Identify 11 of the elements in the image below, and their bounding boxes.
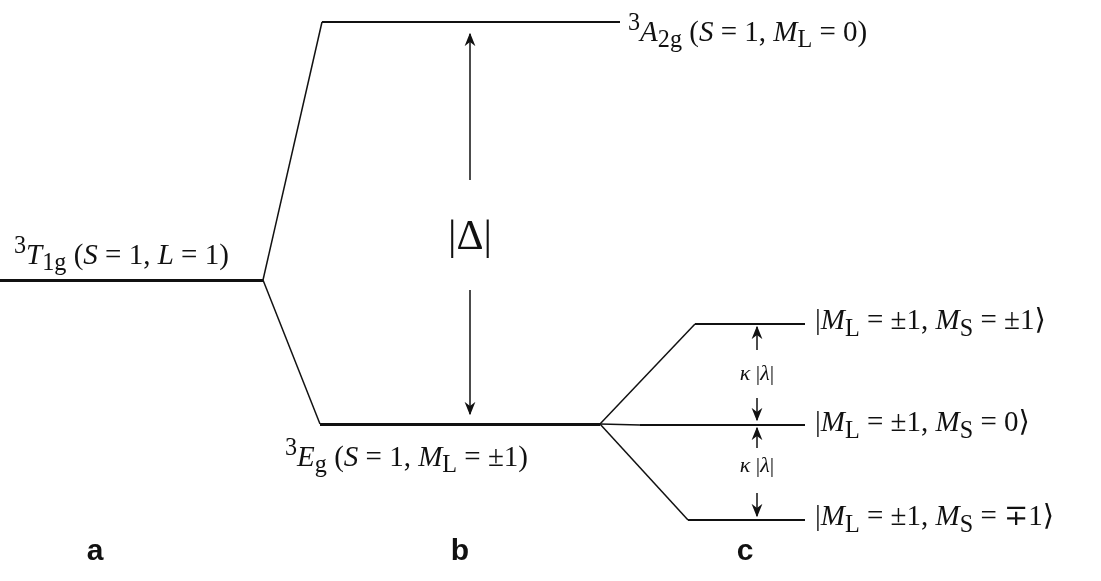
- level-label: $^{3}$A$_{2g}$ (S = 1, M$_{L}$ = 0): [628, 7, 868, 55]
- level-label: |M$_{L}$ = ±1, M$_{S}$ = 0⟩: [815, 404, 1030, 445]
- level-label: |M$_{L}$ = ±1, M$_{S}$ = ±1⟩: [815, 302, 1046, 343]
- connector-line: [262, 279, 321, 425]
- connector-line: [599, 323, 696, 425]
- level-label: $^{3}$T$_{1g}$ (S = 1, L = 1): [14, 230, 229, 278]
- level-label: $^{3}$E$_{g}$ (S = 1, M$_{L}$ = ±1): [285, 432, 529, 480]
- connector-line: [599, 423, 641, 426]
- connector-line: [262, 21, 323, 281]
- level-label: |M$_{L}$ = ±1, M$_{S}$ = ∓1⟩: [815, 498, 1055, 539]
- connector-line: [599, 423, 689, 521]
